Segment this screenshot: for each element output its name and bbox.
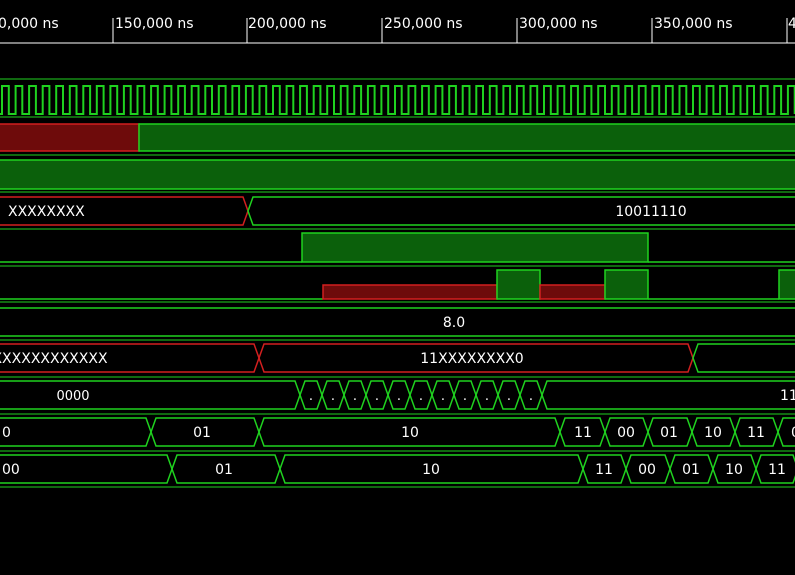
bus-value-label: 01 bbox=[215, 462, 233, 478]
bus-value-label: . bbox=[331, 389, 335, 404]
time-ruler[interactable]: 0,000 ns 150,000 ns 200,000 ns 250,000 n… bbox=[0, 16, 795, 44]
bus-value-label: 0 bbox=[2, 425, 11, 441]
signal-shift-reg[interactable]: XXXXXXXXXXXX 11XXXXXXXX0 bbox=[0, 343, 795, 373]
bus-value-label-truncated: 11 bbox=[780, 388, 795, 404]
bit-high-segment bbox=[496, 269, 541, 300]
bus-value-label: 01 bbox=[660, 425, 678, 441]
bus-value-label: 11 bbox=[747, 425, 765, 441]
bus-value-label: 00 bbox=[2, 462, 20, 478]
signal-valid[interactable] bbox=[0, 232, 795, 263]
time-tick-label: 0,000 ns bbox=[0, 16, 59, 32]
bus-value-segment bbox=[541, 380, 795, 410]
bus-value-label: . bbox=[353, 389, 357, 404]
bus-value-label: 01 bbox=[682, 462, 700, 478]
time-tick-label: 200,000 ns bbox=[248, 16, 327, 32]
signal-state-b[interactable]: 00 01 10 11 00 01 10 11 bbox=[0, 454, 795, 484]
bus-value-label: . bbox=[529, 389, 533, 404]
bus-value-label: . bbox=[441, 389, 445, 404]
time-tick-label: 350,000 ns bbox=[654, 16, 733, 32]
bus-value-segment bbox=[247, 196, 795, 226]
bus-value-label: 11 bbox=[574, 425, 592, 441]
bit-unknown-segment bbox=[322, 284, 498, 300]
bus-value-segment bbox=[777, 417, 795, 447]
bus-value-label: 8.0 bbox=[443, 315, 465, 331]
bus-value-segment bbox=[755, 454, 795, 484]
time-tick-label: 250,000 ns bbox=[384, 16, 463, 32]
bus-value-label: 01 bbox=[193, 425, 211, 441]
bit-high-segment bbox=[604, 269, 649, 300]
bit-high-segment bbox=[0, 159, 795, 190]
bus-value-label: 11 bbox=[768, 462, 786, 478]
bit-high-segment bbox=[138, 123, 795, 152]
bus-value-label: 0000 bbox=[56, 389, 89, 404]
signal-strobe[interactable] bbox=[0, 269, 795, 300]
bit-high-segment bbox=[778, 269, 795, 300]
signal-reset[interactable] bbox=[0, 123, 795, 152]
time-tick-label: 4 bbox=[788, 16, 795, 32]
bus-value-segment bbox=[692, 343, 795, 373]
bus-value-label: 10011110 bbox=[615, 204, 686, 220]
bus-value-label: 11XXXXXXXX0 bbox=[420, 351, 523, 367]
bus-value-label: 00 bbox=[617, 425, 635, 441]
bus-value-label: 11 bbox=[595, 462, 613, 478]
signal-const-value[interactable]: 8.0 bbox=[0, 307, 795, 337]
bus-value-label: 0 bbox=[791, 425, 795, 441]
bus-value-label: . bbox=[463, 389, 467, 404]
bus-value-label: . bbox=[309, 389, 313, 404]
bus-value-label: 10 bbox=[401, 425, 419, 441]
bus-value-label: 10 bbox=[422, 462, 440, 478]
bus-value-label: 10 bbox=[725, 462, 743, 478]
bus-value-label: 00 bbox=[638, 462, 656, 478]
signal-data-reg[interactable]: XXXXXXXX 10011110 bbox=[0, 196, 795, 226]
signal-enable[interactable] bbox=[0, 159, 795, 190]
bus-value-label: . bbox=[397, 389, 401, 404]
bus-value-label: . bbox=[507, 389, 511, 404]
bus-value-label: . bbox=[485, 389, 489, 404]
time-tick-label: 150,000 ns bbox=[115, 16, 194, 32]
signal-clock[interactable] bbox=[0, 85, 795, 115]
bus-value-label: XXXXXXXXXXXX bbox=[0, 351, 108, 367]
bit-unknown-segment bbox=[539, 284, 606, 300]
bit-high-segment bbox=[0, 123, 140, 152]
time-tick-label: 300,000 ns bbox=[519, 16, 598, 32]
bit-high-segment bbox=[301, 232, 649, 263]
signal-nibble[interactable]: 0000........... 11 bbox=[0, 380, 795, 410]
bus-value-label: . bbox=[375, 389, 379, 404]
clock-waveform bbox=[0, 85, 795, 115]
bus-value-label: XXXXXXXX bbox=[8, 204, 85, 220]
bus-value-label: . bbox=[419, 389, 423, 404]
bus-value-label: 10 bbox=[704, 425, 722, 441]
